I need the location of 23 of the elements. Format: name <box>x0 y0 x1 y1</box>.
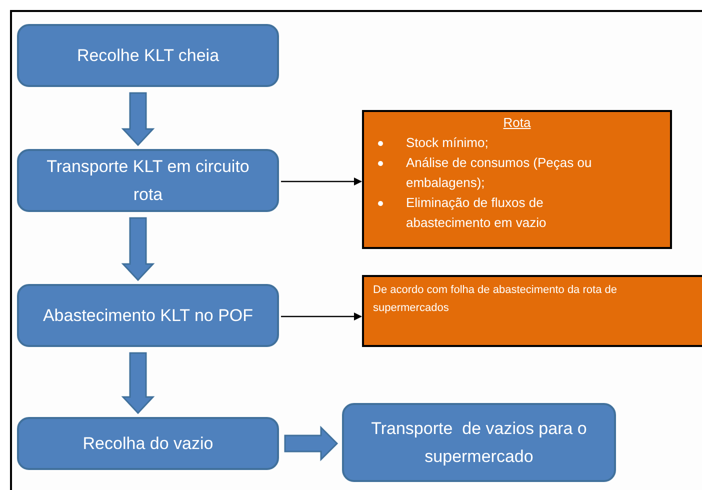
step-text: Abastecimento KLT no POF <box>42 304 254 326</box>
process-box <box>17 417 279 470</box>
list-item: Stock mínimo; <box>406 134 490 152</box>
process-box <box>17 149 279 212</box>
block-arrow <box>121 92 155 146</box>
note-box <box>362 275 702 347</box>
note-heading: Rota <box>503 115 531 130</box>
note-text: De acordo com folha de abastecimento da rota de supermercados <box>373 283 618 316</box>
block-arrow <box>121 217 155 282</box>
block-arrow <box>284 426 338 462</box>
list-item: Eliminação de fluxos de abastecimento em vazio <box>406 194 548 232</box>
process-box <box>17 24 279 87</box>
arrow <box>281 312 362 320</box>
step-text: Recolha do vazio <box>82 432 214 454</box>
step-text: Transporte KLT em circuito rota <box>46 156 250 206</box>
process-box <box>342 403 616 482</box>
step-text: Transporte de vazios para o supermercado <box>370 418 588 468</box>
process-box <box>17 284 279 347</box>
list-item: Análise de consumos (Peças ou embalagens); <box>406 154 593 192</box>
block-arrow <box>121 352 155 414</box>
note-box <box>362 110 672 249</box>
step-text: Recolhe KLT cheia <box>76 44 220 66</box>
arrow <box>281 178 362 186</box>
